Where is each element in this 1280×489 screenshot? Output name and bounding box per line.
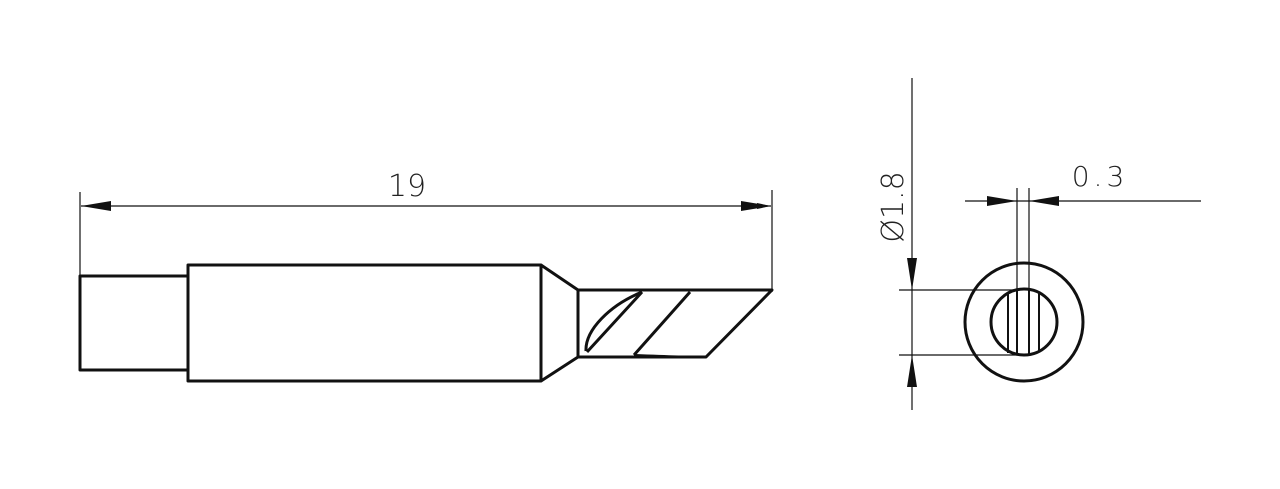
tip-body xyxy=(186,263,543,383)
arrowhead-down xyxy=(907,258,917,290)
outer-circle xyxy=(963,261,1085,383)
arrowhead-left xyxy=(81,201,111,211)
arrowhead-left xyxy=(1029,196,1059,206)
bevel-face-curve xyxy=(584,290,643,352)
length-dimension: 19 xyxy=(79,169,773,292)
diameter-label: Ø1.8 xyxy=(876,171,911,242)
thickness-dimension: 0.3 xyxy=(965,160,1201,292)
bevel-face-line-1 xyxy=(585,290,644,354)
side-view: 19 xyxy=(78,169,774,383)
bevel-blade xyxy=(578,288,774,359)
taper xyxy=(540,263,580,383)
thickness-label: 0.3 xyxy=(1072,160,1129,193)
arrowhead-right xyxy=(741,201,771,211)
inner-circle xyxy=(989,287,1059,357)
shank xyxy=(78,274,188,372)
arrowhead-up xyxy=(907,355,917,387)
section-hatching xyxy=(1007,290,1040,355)
arrowhead-right xyxy=(987,196,1017,206)
tip-outline xyxy=(78,263,774,383)
diameter-dimension: Ø1.8 xyxy=(876,78,1020,410)
bevel-face-line-2 xyxy=(632,291,692,356)
end-view: Ø1.8 0.3 xyxy=(876,78,1201,410)
end-view-profile xyxy=(963,261,1085,383)
length-label: 19 xyxy=(388,169,426,204)
bevel-lower-edge xyxy=(633,354,707,358)
